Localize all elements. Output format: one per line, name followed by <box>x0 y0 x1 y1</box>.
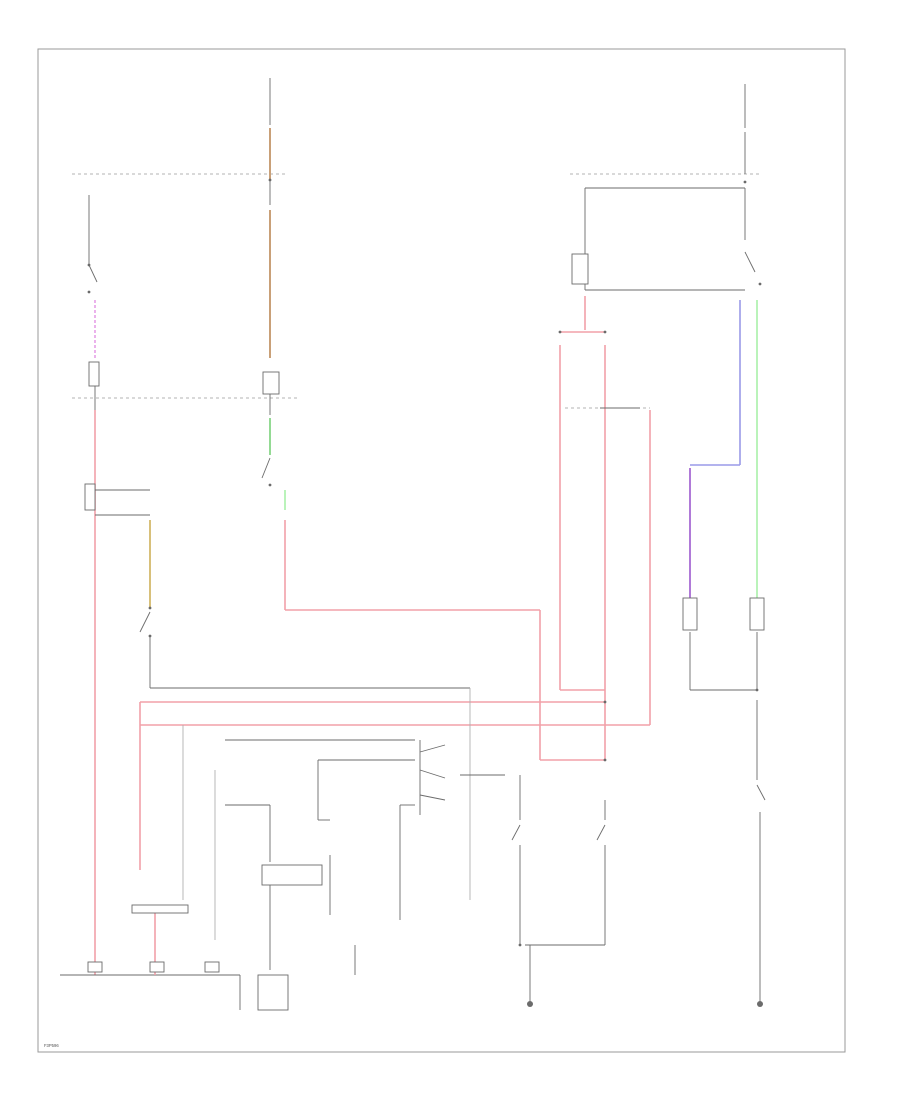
circuit-pink-bus <box>139 700 605 940</box>
connector-row-bottom <box>60 904 356 1010</box>
circuit-left <box>87 195 100 975</box>
ground-icon <box>757 1001 763 1007</box>
junctions <box>518 330 759 947</box>
switches-bottom-right <box>511 775 606 1007</box>
circuit-center-left <box>261 78 605 761</box>
circuit-right-sensors <box>682 300 766 1007</box>
switch-box-left <box>84 483 471 700</box>
ground-icon <box>527 1001 533 1007</box>
circuit-right-top <box>140 84 762 760</box>
page-id: F3P596 <box>44 1043 59 1048</box>
diagram-frame <box>37 48 846 1053</box>
switch-block-center <box>225 739 505 1011</box>
